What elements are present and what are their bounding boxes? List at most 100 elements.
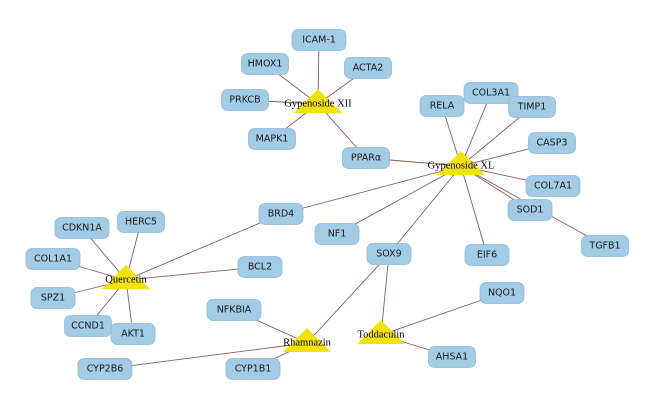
compound-node-rhamnazin: Rhamnazin xyxy=(283,328,332,352)
gene-label: SPZ1 xyxy=(41,293,65,304)
gene-box xyxy=(463,82,519,104)
gene-box xyxy=(366,243,412,265)
gene-label: TIMP1 xyxy=(517,102,547,113)
gene-label: BCL2 xyxy=(248,262,272,273)
gene-box xyxy=(314,223,360,245)
gene-node-herc5: HERC5 xyxy=(117,211,165,233)
gene-node-col1a1: COL1A1 xyxy=(25,248,81,270)
compound-label: Gypenoside XL xyxy=(428,161,495,172)
gene-box xyxy=(342,147,390,169)
gene-label: TGFB1 xyxy=(588,241,620,252)
gene-label: CCND1 xyxy=(71,321,105,332)
gene-label: CYP1B1 xyxy=(235,364,272,375)
gene-label: SOX9 xyxy=(376,249,401,260)
gene-label: PRKCB xyxy=(229,95,260,106)
gene-node-sod1: SOD1 xyxy=(507,199,553,221)
gene-node-prkcb: PRKCB xyxy=(221,89,269,111)
gene-box xyxy=(528,132,576,154)
gene-node-tgfb1: TGFB1 xyxy=(581,235,629,257)
edge-gxl-NF1 xyxy=(336,165,462,235)
gene-label: ACTA2 xyxy=(353,63,384,74)
gene-box xyxy=(30,287,76,309)
gene-box xyxy=(237,256,283,278)
edge-gxl-BRD4 xyxy=(280,165,462,215)
compound-triangle xyxy=(357,320,405,344)
gene-box xyxy=(54,217,110,239)
gene-node-col3a1: COL3A1 xyxy=(463,82,519,104)
gene-box xyxy=(508,96,556,118)
gene-node-spz1: SPZ1 xyxy=(30,287,76,309)
compound-label: Toddaculin xyxy=(357,330,405,341)
edge-gxl-EIF6 xyxy=(460,165,488,256)
gene-box xyxy=(419,95,465,117)
gene-node-cdkn1a: CDKN1A xyxy=(54,217,110,239)
gene-label: CYP2B6 xyxy=(87,364,124,375)
gene-node-col7a1: COL7A1 xyxy=(525,175,581,197)
compound-triangle xyxy=(283,328,331,352)
edge-gxl-SOX9 xyxy=(388,165,462,255)
gene-box xyxy=(464,244,510,266)
gene-box xyxy=(117,211,165,233)
compound-label: Quercetin xyxy=(105,275,147,286)
gene-label: COL1A1 xyxy=(34,254,72,265)
gene-label: COL3A1 xyxy=(472,88,510,99)
gene-box xyxy=(428,346,476,368)
compound-node-quercetin: Quercetin xyxy=(102,265,150,289)
gene-node-mapk1: MAPK1 xyxy=(248,128,296,150)
gene-box xyxy=(248,128,296,150)
compound-label: Rhamnazin xyxy=(283,338,332,349)
gene-node-ppara: PPARα xyxy=(342,147,390,169)
gene-node-eif6: EIF6 xyxy=(464,244,510,266)
gene-label: EIF6 xyxy=(477,250,497,261)
compound-node-gxii: Gypenoside XII xyxy=(284,89,352,113)
gene-node-icam1: ICAM-1 xyxy=(291,29,347,51)
gene-label: HMOX1 xyxy=(248,59,283,70)
edge-rhamnazin-CYP2B6 xyxy=(104,342,308,370)
gene-box xyxy=(507,199,553,221)
gene-box xyxy=(77,358,133,380)
gene-label: MAPK1 xyxy=(256,134,289,145)
gene-node-timp1: TIMP1 xyxy=(508,96,556,118)
gene-box xyxy=(221,89,269,111)
gene-node-casp3: CASP3 xyxy=(528,132,576,154)
gene-box xyxy=(479,282,525,304)
gene-label: COL7A1 xyxy=(534,181,572,192)
gene-label: ICAM-1 xyxy=(302,35,336,46)
gene-node-bcl2: BCL2 xyxy=(237,256,283,278)
gene-node-cyp1b1: CYP1B1 xyxy=(225,358,281,380)
gene-label: HERC5 xyxy=(125,217,157,228)
edge-rhamnazin-SOX9 xyxy=(306,253,390,344)
gene-node-nf1: NF1 xyxy=(314,223,360,245)
gene-box xyxy=(110,323,156,345)
compound-triangle xyxy=(102,265,150,289)
gene-node-ccnd1: CCND1 xyxy=(64,315,112,337)
gene-label: AHSA1 xyxy=(436,352,468,363)
gene-box xyxy=(291,29,347,51)
gene-label: RELA xyxy=(430,101,455,112)
gene-node-cyp2b6: CYP2B6 xyxy=(77,358,133,380)
gene-node-acta2: ACTA2 xyxy=(344,57,392,79)
gene-label: NFKBIA xyxy=(217,305,252,316)
compound-triangle xyxy=(294,89,342,113)
compound-node-gxl: Gypenoside XL xyxy=(428,151,495,175)
gene-box xyxy=(581,235,629,257)
gene-node-nqo1: NQO1 xyxy=(479,282,525,304)
gene-box xyxy=(344,57,392,79)
gene-node-sox9: SOX9 xyxy=(366,243,412,265)
gene-node-ahsa1: AHSA1 xyxy=(428,346,476,368)
gene-box xyxy=(64,315,112,337)
gene-box xyxy=(225,358,281,380)
gene-label: CDKN1A xyxy=(62,223,102,234)
edge-gxl-COL3A1 xyxy=(460,92,492,167)
gene-label: BRD4 xyxy=(268,209,294,220)
gene-label: SOD1 xyxy=(517,205,544,216)
gene-node-nfkbia: NFKBIA xyxy=(206,299,262,321)
gene-box xyxy=(206,299,262,321)
gene-label: CASP3 xyxy=(537,138,568,149)
gene-box xyxy=(25,248,81,270)
gene-label: NQO1 xyxy=(488,288,516,299)
gene-node-rela: RELA xyxy=(419,95,465,117)
